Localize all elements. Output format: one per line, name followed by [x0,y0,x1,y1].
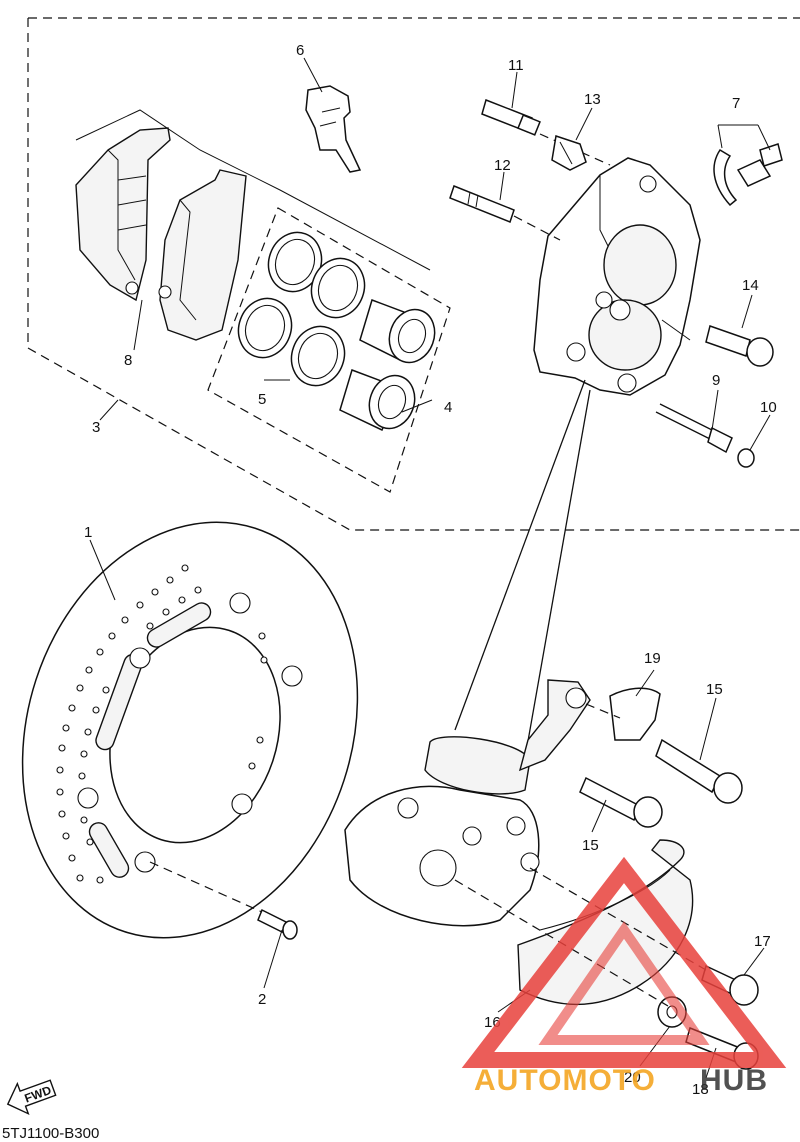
callout-20: 20 [624,1069,641,1086]
callout-11: 11 [508,57,524,74]
fork-leg [344,379,591,927]
callout-18: 18 [692,1081,709,1098]
callout-5: 5 [258,391,266,408]
bolt-15-lower [579,776,663,828]
pin-12 [449,185,561,241]
automotohub-logo [461,856,787,1068]
hose-guide-19 [585,687,661,741]
leader-lines [89,57,771,1079]
piston-seals [237,231,366,387]
callout-15-upper: 15 [706,681,723,698]
callout-10: 10 [760,399,777,416]
bleed-screw-11 [481,99,611,166]
callout-15-lower: 15 [582,837,599,854]
callout-3: 3 [92,419,100,436]
pin-9 [655,403,733,454]
seal-kit-boundary [207,207,451,493]
callout-2: 2 [258,991,266,1008]
brake-caliper-body [533,157,701,396]
fwd-arrow-icon: FWD [6,1079,57,1116]
brake-disc [21,521,359,939]
hose-clip-7 [713,124,783,207]
caliper-pistons [339,299,436,432]
watermark-text-a: AUTOMOTO [474,1064,656,1097]
callout-13: 13 [584,91,601,108]
callout-17: 17 [754,933,771,950]
bolt-15-upper [655,738,743,804]
cap-13 [551,135,587,171]
callout-19: 19 [644,650,661,667]
callout-8: 8 [124,352,132,369]
callout-7: 7 [732,95,740,112]
callout-14: 14 [742,277,759,294]
pad-spring [305,85,362,173]
callout-9: 9 [712,372,720,389]
callout-12: 12 [494,157,511,174]
callout-1: 1 [84,524,92,541]
part-code: 5TJ1100-B300 [2,1125,99,1142]
disc-bolt [149,861,298,940]
bolt-14 [705,325,774,367]
nut-10 [737,448,755,468]
disc-drill-holes [56,564,268,884]
automotohub-watermark: AUTOMOTO HUB [474,1064,768,1097]
callout-6: 6 [296,42,304,59]
caliper-assembly-boundary [27,17,800,531]
watermark-text-b: HUB [700,1064,768,1097]
brake-pad-set [75,109,431,341]
callout-4: 4 [444,399,452,416]
